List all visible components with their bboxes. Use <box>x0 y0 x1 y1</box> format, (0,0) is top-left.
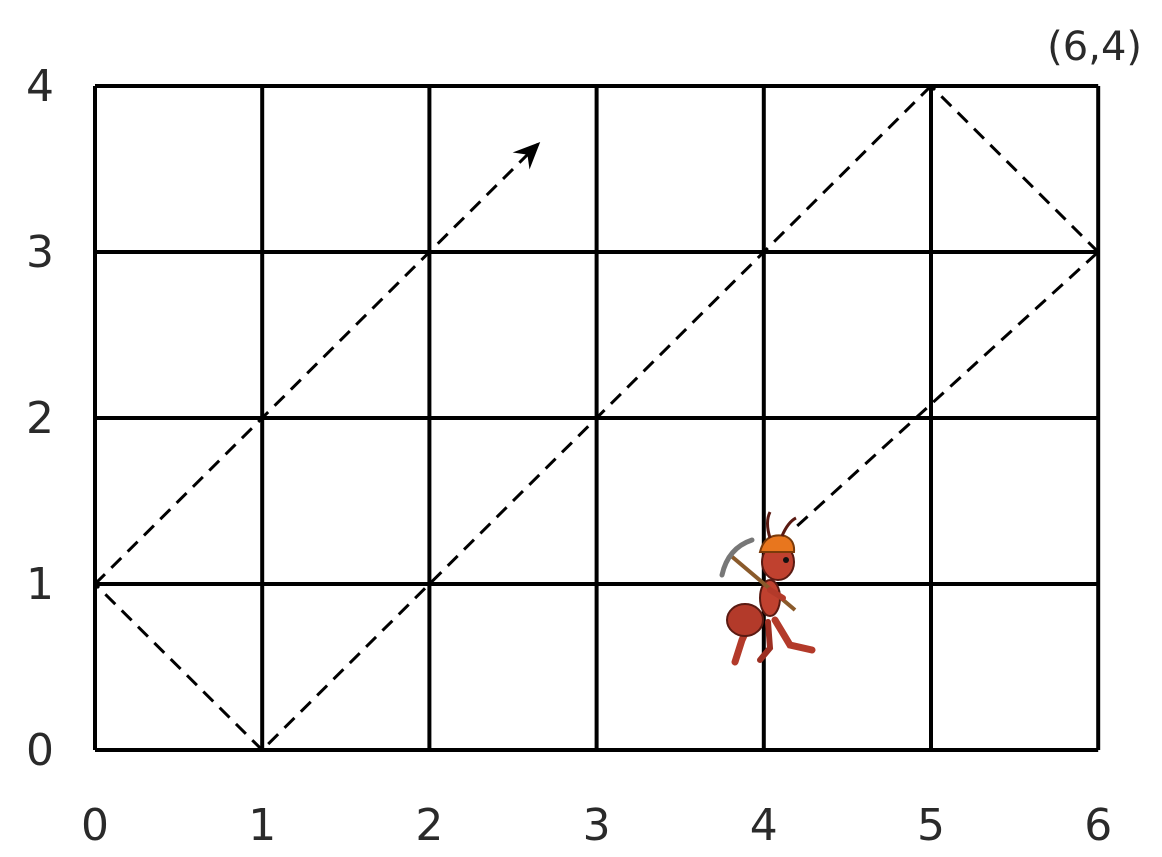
y-axis-tick-label: 3 <box>26 227 54 278</box>
bounce-path <box>93 84 1100 752</box>
x-axis-tick-label: 6 <box>1084 800 1112 851</box>
x-axis-tick-label: 3 <box>583 800 611 851</box>
y-axis-tick-label: 2 <box>26 393 54 444</box>
y-axis-tick-label: 0 <box>26 725 54 776</box>
path-segment <box>929 84 1100 254</box>
x-axis-tick-label: 1 <box>248 800 276 851</box>
path-segment <box>93 582 264 752</box>
path-segment <box>261 84 933 752</box>
x-axis-tick-label: 0 <box>81 800 109 851</box>
path-segment <box>93 141 541 586</box>
x-axis-tick-label: 4 <box>750 800 778 851</box>
ant-with-pickaxe-icon <box>719 511 816 666</box>
grid-lines <box>93 84 1101 752</box>
y-axis-tick-label: 4 <box>26 61 54 112</box>
path-segment <box>796 250 1100 528</box>
x-axis-tick-labels: 0 1 2 3 4 5 6 <box>81 800 1112 851</box>
x-axis-tick-label: 2 <box>415 800 443 851</box>
corner-coordinate-label: (6,4) <box>1047 24 1142 70</box>
x-axis-tick-label: 5 <box>917 800 945 851</box>
y-axis-tick-label: 1 <box>26 559 54 610</box>
y-axis-tick-labels: 0 1 2 3 4 <box>26 61 54 776</box>
